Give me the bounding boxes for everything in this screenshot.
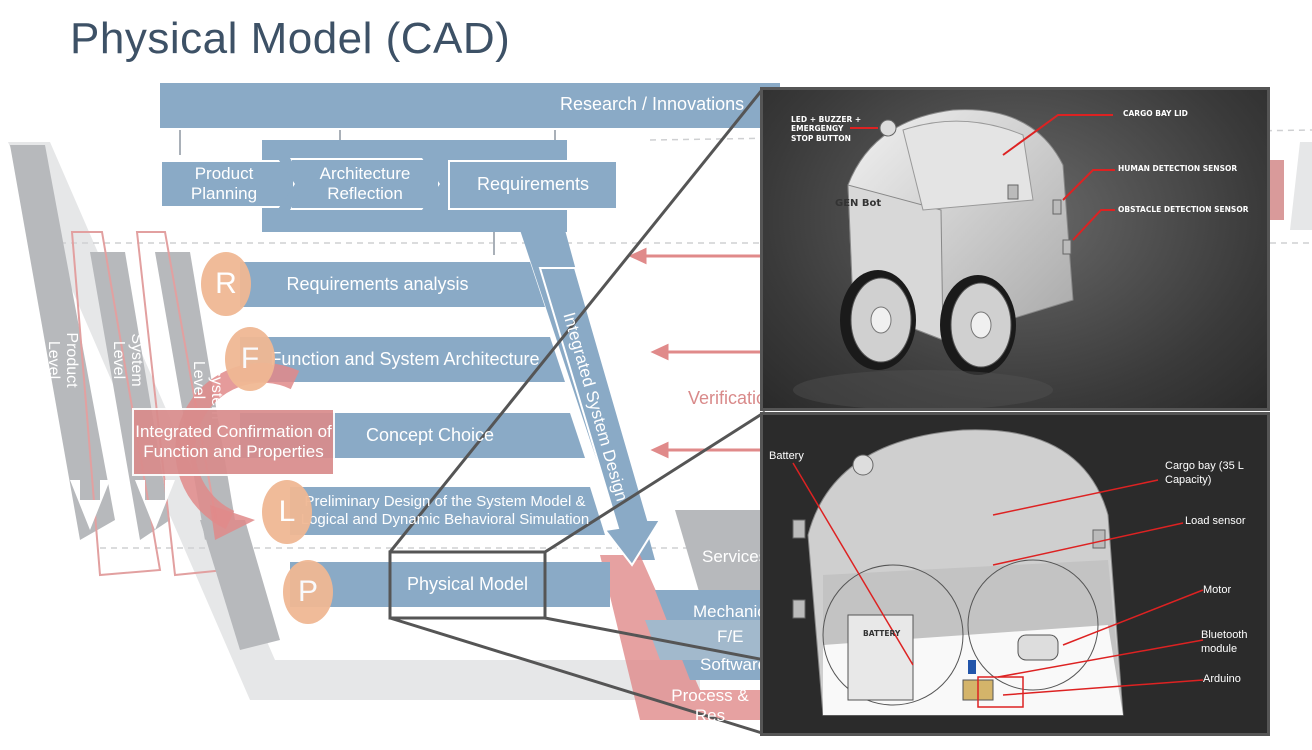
bot-label: GEN Bot [835,198,882,209]
row-function [240,337,565,382]
product-planning-label: Product Planning [190,163,258,203]
human-sensor-annotation: HUMAN DETECTION SENSOR [1118,164,1238,173]
circle-r: R [201,252,251,316]
architecture-reflection-label: Architecture Reflection [319,163,411,203]
research-label: Research / Innovations [560,94,745,115]
load-sensor-annotation: Load sensor [1185,515,1246,527]
circle-l: L [262,480,312,544]
cad-interior-panel: Battery Cargo bay (35 L Capacity) Load s… [760,412,1270,736]
logical-design-label: Preliminary Design of the System Model &… [300,493,590,528]
led-buzzer-annotation: LED + BUZZER + EMERGENGY STOP BUTTON [791,115,862,143]
battery-box-label: BATTERY [863,629,901,638]
software-label: Software [700,654,768,674]
cargo-bay-annotation: Cargo bay (35 L Capacity) [1165,460,1244,487]
verification-label: Verification [688,388,777,408]
research-bar [160,83,780,128]
fe-label: F/E [717,626,744,646]
function-architecture-label: Function and System Architecture [270,348,540,369]
obstacle-sensor-annotation: OBSTACLE DETECTION SENSOR [1118,205,1249,214]
services-label: Services [702,546,768,566]
robot-interior-render [792,429,1204,716]
row-requirements [240,262,545,307]
product-planning-box [160,160,295,208]
cargo-lid-annotation: CARGO BAY LID [1123,109,1188,118]
robot-exterior-render [793,109,1115,408]
confirmation-box [132,408,335,476]
motor-annotation: Motor [1203,584,1232,596]
cad-exterior-panel: GEN Bot LED + BUZZER + EMERGENGY STOP BU… [760,87,1270,411]
arduino-annotation: Arduino [1203,673,1241,685]
row-logical [290,487,605,535]
requirements-box [448,160,618,210]
wheel-right [940,275,1016,375]
battery-annotation: Battery [769,450,804,462]
architecture-reflection-box [290,158,440,210]
requirements-label: Requirements [476,174,590,195]
bluetooth-annotation: Bluetooth module [1201,629,1248,656]
wheel-left [840,270,916,370]
circle-f: F [225,327,275,391]
confirmation-label: Integrated Confirmation of Function and … [135,421,332,461]
v-model-right-band [1290,142,1312,230]
process-label: Process & Res [671,685,749,725]
system-level-label: System Level [109,333,145,387]
product-level-label: Product Level [44,332,80,388]
row-physical [290,562,610,607]
physical-model-label: Physical Model [406,573,529,594]
page-title: Physical Model (CAD) [70,14,511,63]
concept-choice-label: Concept Choice [365,424,495,445]
right-pink-block [1268,160,1284,220]
circle-p: P [283,560,333,624]
requirements-analysis-label: Requirements analysis [286,273,469,294]
mechanics-label: Mechanics [693,601,775,621]
